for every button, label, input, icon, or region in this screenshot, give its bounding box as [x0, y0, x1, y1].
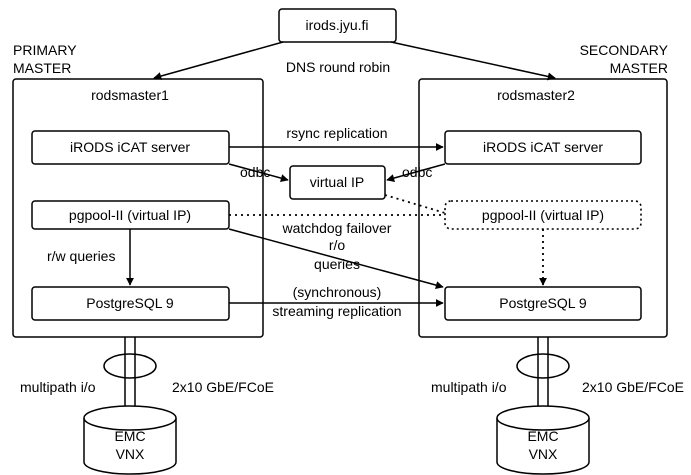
virtual-ip-box	[289, 165, 386, 200]
link-right-label: 2x10 GbE/FCoE	[582, 379, 684, 395]
primary-master-label: MASTER	[13, 60, 71, 76]
rodsmaster1-title: rodsmaster1	[91, 87, 169, 103]
streaming-label-1: (synchronous)	[293, 284, 382, 300]
dns-arrow-left	[153, 41, 284, 80]
icat-server-2	[444, 130, 642, 165]
secondary-master-label: MASTER	[610, 60, 668, 76]
rodsmaster1-container	[12, 78, 264, 338]
storage-link-left	[103, 337, 157, 410]
storage-1-line2: VNX	[116, 446, 145, 462]
dns-host-box	[278, 8, 397, 43]
pgpool-2-label: pgpool-II (virtual IP)	[482, 207, 604, 223]
storage-emc-vnx-1	[83, 405, 177, 475]
dns-arrow-right	[390, 41, 556, 81]
rsync-label: rsync replication	[286, 125, 387, 141]
secondary-label: SECONDARY	[580, 42, 669, 58]
odbc-arrow-right	[386, 163, 446, 182]
rw-queries-label: r/w queries	[47, 248, 115, 264]
streaming-label-2: streaming replication	[272, 303, 401, 319]
dns-round-robin-label: DNS round robin	[286, 59, 390, 75]
postgresql-1-label: PostgreSQL 9	[86, 295, 174, 311]
ro-queries-arrow	[228, 228, 444, 289]
icat-server-1-label: iRODS iCAT server	[70, 139, 190, 155]
ro-queries-label: queries	[314, 256, 360, 272]
multipath-right-label: multipath i/o	[431, 379, 507, 395]
vip-dotted-link	[384, 194, 446, 214]
storage-1-line1: EMC	[114, 428, 145, 444]
postgresql-2	[444, 286, 642, 321]
storage-2-line1: EMC	[527, 428, 558, 444]
odbc-left-label: odbc	[240, 164, 270, 180]
postgresql-2-label: PostgreSQL 9	[499, 295, 587, 311]
storage-link-right	[516, 337, 570, 410]
dns-host-label: irods.jyu.fi	[305, 17, 368, 33]
virtual-ip-label: virtual IP	[310, 174, 364, 190]
primary-label: PRIMARY	[13, 42, 77, 58]
multipath-left-label: multipath i/o	[20, 379, 96, 395]
watchdog-label: watchdog failover	[282, 220, 392, 236]
odbc-arrow-left	[228, 163, 289, 182]
rodsmaster2-title: rodsmaster2	[497, 87, 575, 103]
storage-emc-vnx-2	[496, 405, 590, 475]
odbc-right-label: odbc	[402, 164, 432, 180]
link-left-label: 2x10 GbE/FCoE	[172, 379, 274, 395]
icat-server-2-label: iRODS iCAT server	[483, 139, 603, 155]
storage-2-line2: VNX	[529, 446, 558, 462]
rodsmaster2-container	[418, 78, 668, 338]
pgpool-1-label: pgpool-II (virtual IP)	[69, 207, 191, 223]
ro-label: r/o	[329, 237, 346, 253]
